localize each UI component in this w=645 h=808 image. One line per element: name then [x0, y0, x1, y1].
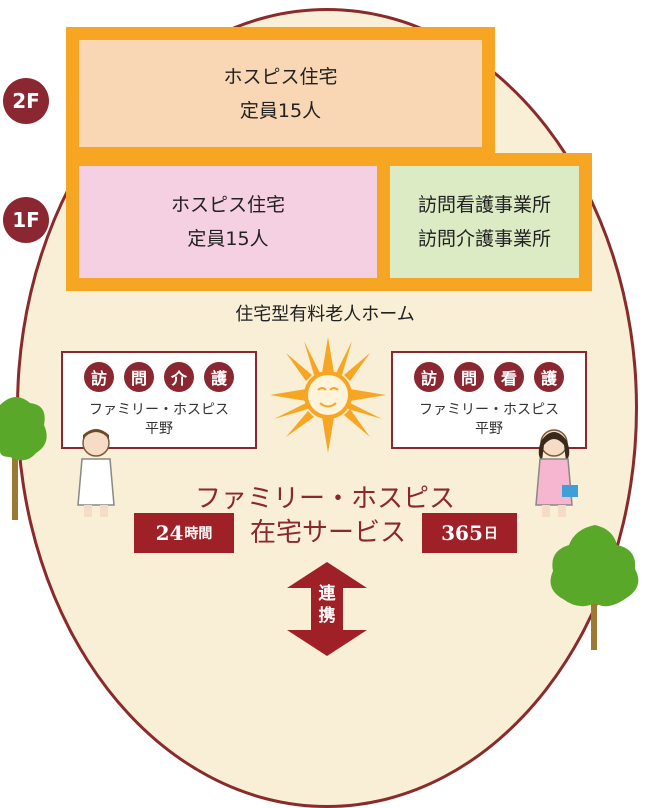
floor1-capacity: 定員15人 [187, 228, 269, 250]
provider-line2: 平野 [145, 421, 173, 437]
provider-line1: ファミリー・ホスピス [419, 402, 559, 418]
tree-icon [550, 525, 639, 650]
floor1-title: ホスピス住宅 [170, 194, 285, 216]
floor-badge-2f: 2F [3, 78, 49, 124]
floor2-capacity: 定員15人 [239, 99, 322, 122]
service-char: 訪 [414, 362, 444, 392]
floor2-hospice-box: ホスピス住宅 定員15人 [79, 40, 482, 147]
floor-badge-1f: 1F [3, 197, 49, 243]
badge-24-unit: 時間 [184, 526, 213, 542]
nurse-icon [535, 429, 578, 517]
link-char-1: 連 [318, 584, 336, 604]
service-char: 問 [124, 362, 154, 392]
badge-24-number: 24 [155, 521, 184, 545]
service-char: 護 [534, 362, 564, 392]
home-nursing-chars: 訪 問 看 護 [393, 362, 585, 392]
main-subtitle: 在宅サービス [249, 518, 406, 548]
badge-365-number: 365 [441, 521, 483, 545]
floor1-office-box: 訪問看護事業所 訪問介護事業所 [390, 166, 579, 278]
badge-365-unit: 日 [483, 526, 498, 542]
home-care-chars: 訪 問 介 護 [63, 362, 255, 392]
service-char: 訪 [84, 362, 114, 392]
link-label: 連 携 [312, 583, 342, 627]
service-char: 介 [164, 362, 194, 392]
service-provider-name: ファミリー・ホスピス 平野 [393, 401, 585, 439]
nurse-icon [77, 429, 115, 517]
nursing-office-label: 訪問看護事業所 [417, 194, 551, 216]
link-arrow-icon [287, 562, 367, 656]
floor1-hospice-box: ホスピス住宅 定員15人 [79, 166, 377, 278]
tree-icon [0, 396, 47, 520]
service-provider-name: ファミリー・ホスピス 平野 [63, 401, 255, 439]
provider-line1: ファミリー・ホスピス [89, 402, 229, 418]
link-char-2: 携 [318, 606, 336, 626]
provider-line2: 平野 [475, 421, 503, 437]
service-char: 看 [494, 362, 524, 392]
building-type-label: 住宅型有料老人ホーム [235, 304, 415, 325]
care-office-label: 訪問介護事業所 [417, 228, 551, 250]
main-title: ファミリー・ホスピス [194, 484, 455, 514]
sun-icon [270, 337, 386, 453]
service-char: 護 [204, 362, 234, 392]
service-char: 問 [454, 362, 484, 392]
floor2-title: ホスピス住宅 [223, 65, 338, 88]
